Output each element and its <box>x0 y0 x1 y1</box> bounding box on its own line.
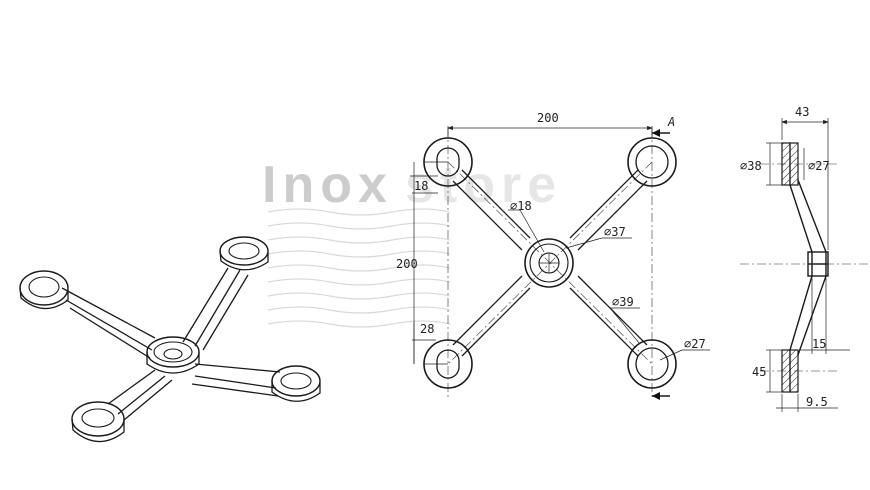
front-hub <box>524 238 574 288</box>
iso-ring-upper-left <box>19 270 69 310</box>
section-mark-a: A <box>652 115 675 400</box>
iso-hub <box>146 336 200 374</box>
dim-height-label: 200 <box>396 257 418 271</box>
iso-ring-lower-left <box>71 401 125 443</box>
dim-plate-thickness-label: 9.5 <box>806 395 828 409</box>
dim-ring-outer: ⌀39 <box>609 295 641 345</box>
dim-hub-hole: ⌀18 <box>508 199 545 253</box>
dim-width-label: 200 <box>537 111 559 125</box>
dim-width: 200 <box>447 111 653 138</box>
dim-offset-bottom-label: 28 <box>420 322 434 336</box>
dim-hub-label: ⌀37 <box>604 225 626 239</box>
front-ring-bottom-right <box>627 339 677 389</box>
watermark-main: Inox <box>262 156 393 214</box>
dim-depth: 43 <box>781 105 829 250</box>
dim-hub: ⌀37 <box>565 225 632 249</box>
dim-bottom-height: 45 <box>752 349 782 393</box>
isometric-view <box>19 236 321 443</box>
dim-offset-top-label: 18 <box>414 179 428 193</box>
dim-hub-thickness: 15 <box>800 278 850 354</box>
dim-ring-outer-label: ⌀39 <box>612 295 634 309</box>
dim-ring-inner-label: ⌀27 <box>684 337 706 351</box>
watermark: Inox store <box>262 156 562 328</box>
dim-top-inner: ⌀27 <box>803 148 830 180</box>
side-view: 43 ⌀38 ⌀27 15 45 <box>740 105 868 412</box>
front-view: 200 A 200 18 28 <box>396 111 710 400</box>
dim-hub-hole-label: ⌀18 <box>510 199 532 213</box>
wave-lines <box>267 208 451 328</box>
section-mark-label: A <box>667 115 675 129</box>
dim-top-outer-label: ⌀38 <box>740 159 762 173</box>
dim-ring-inner: ⌀27 <box>659 337 710 361</box>
dim-bottom-height-label: 45 <box>752 365 766 379</box>
iso-ring-lower-right <box>271 365 321 402</box>
dim-plate-thickness: 9.5 <box>776 394 838 412</box>
dim-offset-bottom: 28 <box>412 322 436 364</box>
watermark-faded: store <box>405 156 562 214</box>
dim-top-outer: ⌀38 <box>740 142 782 186</box>
side-profile <box>789 179 829 356</box>
dim-hub-thickness-label: 15 <box>812 337 826 351</box>
dim-top-inner-label: ⌀27 <box>808 159 830 173</box>
iso-ring-upper-right <box>219 236 269 271</box>
dim-offset-top: 18 <box>410 175 438 194</box>
dim-depth-label: 43 <box>795 105 809 119</box>
